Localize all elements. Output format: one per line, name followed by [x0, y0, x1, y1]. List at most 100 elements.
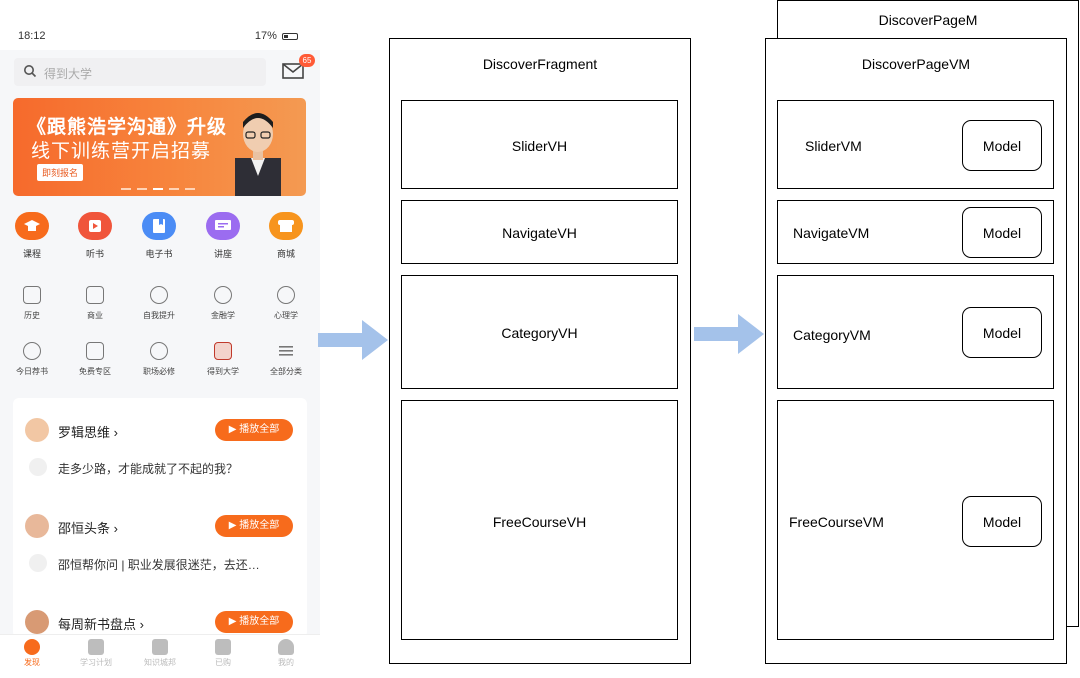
history-icon [23, 286, 41, 304]
tab-knowledge-city[interactable]: 知识城邦 [138, 639, 182, 668]
compass-icon [24, 639, 40, 655]
freecourse-vh-label: FreeCourseVH [492, 514, 587, 530]
subcategory-item[interactable]: 心理学 [258, 286, 314, 321]
presenter-portrait [235, 113, 281, 196]
subcategory-item[interactable]: 历史 [4, 286, 60, 321]
navigate-vm-label: NavigateVM [793, 225, 870, 241]
play-all-button[interactable]: ▶ 播放全部 [215, 611, 293, 633]
category-vm-box: CategoryVM Model [777, 275, 1054, 389]
banner-tag[interactable]: 即刻报名 [37, 164, 84, 181]
subcategory-label: 历史 [24, 311, 40, 320]
category-audiobooks[interactable]: 听书 [67, 212, 123, 260]
clock-icon [23, 342, 41, 360]
avatar [25, 610, 49, 634]
avatar [25, 418, 49, 442]
category-label: 课程 [22, 249, 41, 259]
psychology-icon [277, 286, 295, 304]
promo-banner[interactable]: 《跟熊浩学沟通》升级 线下训练营开启招募 即刻报名 [13, 98, 306, 196]
check-icon [215, 639, 231, 655]
subcategory-label: 自我提升 [143, 311, 175, 320]
audiobook-icon [78, 212, 112, 240]
play-icon[interactable] [29, 554, 47, 572]
feed-episode[interactable]: 走多少路，才能成就了不起的我？ [58, 462, 239, 476]
tab-purchased[interactable]: 已购 [201, 639, 245, 668]
play-all-button[interactable]: ▶ 播放全部 [215, 419, 293, 441]
subcategory-item[interactable]: 自我提升 [131, 286, 187, 321]
category-vh-box: CategoryVH [401, 275, 678, 389]
phone-screenshot: 18:12 17% 得到大学 65 《跟熊浩学沟通》升级 线下训练营开启招募 即… [0, 0, 320, 678]
slider-vh-box: SliderVH [401, 100, 678, 189]
battery-level: 17% [254, 30, 277, 42]
freecourse-vm-box: FreeCourseVM Model [777, 400, 1054, 640]
feed-title[interactable]: 每周新书盘点 › [58, 617, 144, 632]
mail-icon[interactable] [282, 62, 304, 80]
category-label: 电子书 [145, 249, 173, 259]
university-icon [214, 342, 232, 360]
subcategory-item[interactable]: 金融学 [195, 286, 251, 321]
play-icon[interactable] [29, 458, 47, 476]
feed-title[interactable]: 邵恒头条 › [58, 521, 118, 536]
mail-badge: 65 [299, 54, 315, 67]
category-lectures[interactable]: 讲座 [195, 212, 251, 260]
free-zone-icon [86, 342, 104, 360]
subcategory-item[interactable]: 今日荐书 [4, 342, 60, 377]
banner-pager [121, 188, 195, 190]
subcategory-label: 商业 [87, 311, 103, 320]
search-placeholder: 得到大学 [44, 67, 93, 81]
category-vm-label: CategoryVM [793, 327, 871, 343]
freecourse-vh-box: FreeCourseVH [401, 400, 678, 640]
subcategory-item[interactable]: 得到大学 [195, 342, 251, 377]
category-ebooks[interactable]: 电子书 [131, 212, 187, 260]
tab-me[interactable]: 我的 [264, 639, 308, 668]
slider-vm-box: SliderVM Model [777, 100, 1054, 189]
status-bar: 18:12 17% [0, 0, 320, 50]
store-icon [269, 212, 303, 240]
bottom-tab-bar: 发现 学习计划 知识城邦 已购 我的 [0, 634, 320, 678]
search-input[interactable]: 得到大学 [14, 58, 266, 86]
tab-study-plan[interactable]: 学习计划 [74, 639, 118, 668]
category-store[interactable]: 商城 [258, 212, 314, 260]
category-vh-label: CategoryVH [501, 325, 578, 341]
model-box: Model [962, 207, 1042, 258]
page-m-title: DiscoverPageM [878, 12, 978, 28]
subcategory-label: 今日荐书 [16, 367, 48, 376]
subcategory-label: 得到大学 [207, 367, 239, 376]
audio-feed-card: 罗辑思维 › ▶ 播放全部 走多少路，才能成就了不起的我？ 邵恒头条 › ▶ 播… [13, 398, 307, 638]
category-label: 听书 [85, 249, 104, 259]
list-icon [277, 342, 295, 360]
navigate-vh-box: NavigateVH [401, 200, 678, 264]
slider-vh-label: SliderVH [511, 138, 568, 154]
feed-title[interactable]: 罗辑思维 › [58, 425, 118, 440]
slider-vm-label: SliderVM [805, 138, 862, 154]
arrow-right-icon [318, 320, 388, 360]
page-vm-title: DiscoverPageVM [861, 56, 971, 72]
finance-icon [214, 286, 232, 304]
subcategory-item[interactable]: 职场必修 [131, 342, 187, 377]
status-time: 18:12 [18, 30, 46, 42]
book-icon [152, 639, 168, 655]
user-icon [278, 639, 294, 655]
battery-icon [282, 32, 298, 40]
subcategory-item[interactable]: 商业 [67, 286, 123, 321]
subcategory-item[interactable]: 免费专区 [67, 342, 123, 377]
category-label: 商城 [276, 249, 295, 259]
avatar [25, 514, 49, 538]
feed-episode[interactable]: 邵恒帮你问 | 职业发展很迷茫，去还… [58, 558, 260, 572]
model-box: Model [962, 307, 1042, 358]
subcategory-label: 金融学 [211, 311, 235, 320]
search-icon [24, 65, 37, 78]
model-box: Model [962, 120, 1042, 171]
play-all-button[interactable]: ▶ 播放全部 [215, 515, 293, 537]
model-box: Model [962, 496, 1042, 547]
subcategory-label: 免费专区 [79, 367, 111, 376]
rocket-icon [150, 286, 168, 304]
arrow-right-icon [694, 314, 764, 354]
lecture-icon [206, 212, 240, 240]
freecourse-vm-label: FreeCourseVM [789, 514, 884, 530]
fragment-title: DiscoverFragment [482, 56, 598, 72]
category-courses[interactable]: 课程 [4, 212, 60, 260]
navigate-vm-box: NavigateVM Model [777, 200, 1054, 264]
tab-discover[interactable]: 发现 [10, 639, 54, 668]
plan-icon [88, 639, 104, 655]
subcategory-item[interactable]: 全部分类 [258, 342, 314, 377]
